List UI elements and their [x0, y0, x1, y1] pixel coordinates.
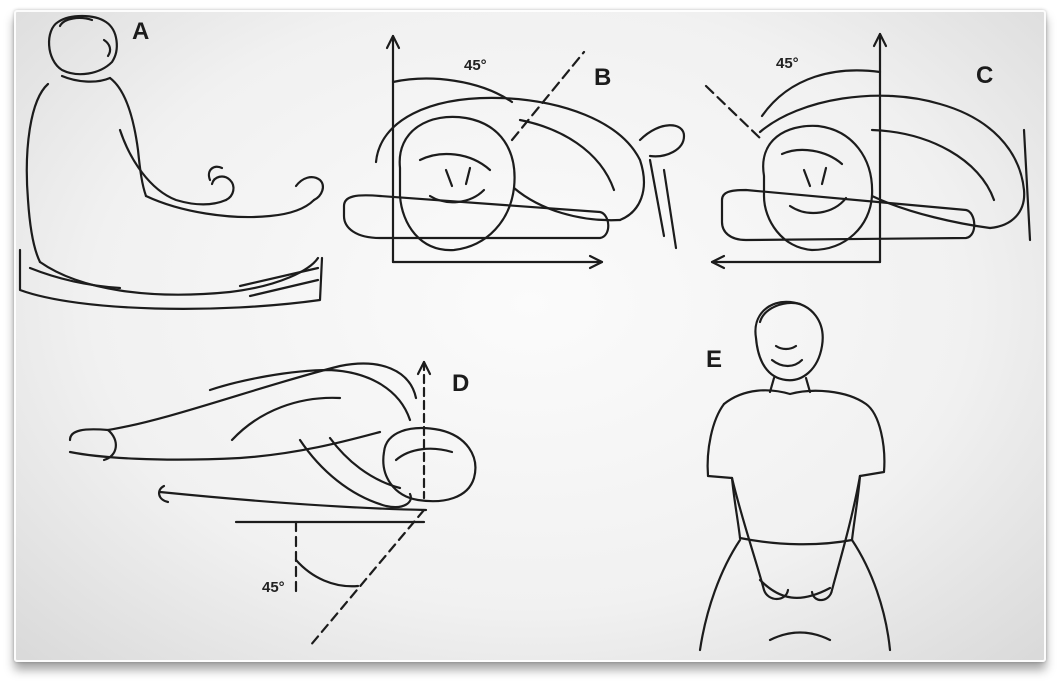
panel-b-label: B — [594, 66, 611, 90]
panel-e-label: E — [706, 348, 722, 372]
panel-b-lying-figure — [344, 36, 684, 268]
panel-a-sitting-figure — [20, 16, 323, 309]
panel-b-angle-label: 45° — [464, 58, 487, 73]
panel-d-label: D — [452, 372, 469, 396]
panel-a-label: A — [132, 20, 149, 44]
panel-c-label: C — [976, 64, 993, 88]
panel-d-angle-label: 45° — [262, 580, 285, 595]
panel-c-angle-label: 45° — [776, 56, 799, 71]
panel-d-lying-figure — [70, 362, 475, 646]
panel-e-sitting-figure — [700, 302, 890, 650]
